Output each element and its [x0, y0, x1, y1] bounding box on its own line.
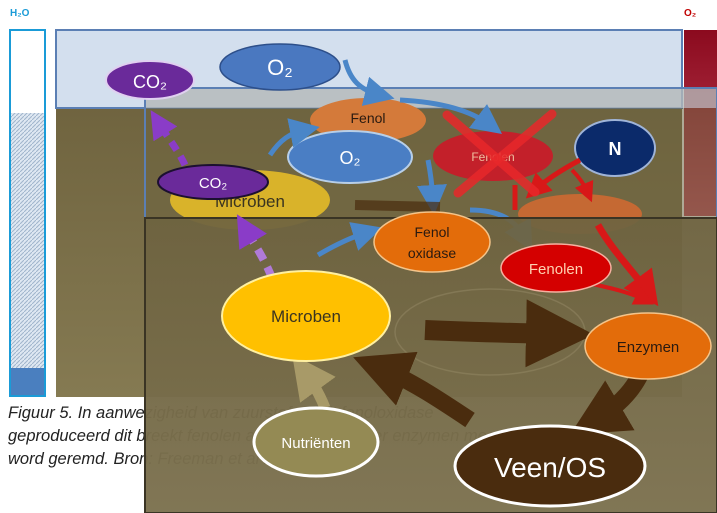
enzymen-blob — [584, 312, 712, 380]
o2-flow-arrow-1 — [342, 59, 395, 106]
co2-mid-blob — [157, 164, 269, 200]
veen-label: Veen/OS — [494, 452, 606, 483]
fenolen-to-enzymen-arrow — [594, 223, 659, 307]
fenol-oxidase-blob — [373, 211, 491, 273]
enzymen-label: Enzymen — [617, 339, 680, 356]
fenolen-label: Fenolen — [529, 261, 583, 278]
co2-release-arrow-2 — [236, 214, 276, 280]
nutrienten-label: Nutriënten — [281, 435, 350, 452]
water-table-column — [9, 29, 46, 397]
fenol-oxidase-label-line2: oxidase — [408, 245, 456, 261]
veen-to-microben-arrow — [353, 351, 475, 428]
o2-top-blob — [219, 43, 341, 91]
h2o-label: H₂O — [10, 8, 30, 19]
o2-label: O₂ — [684, 8, 697, 19]
n-blob — [574, 119, 656, 177]
enzymen-to-veen-arrow — [570, 370, 648, 435]
co2-top-blob — [105, 60, 195, 100]
microben-to-enzymen-arrow — [424, 299, 594, 368]
o2-flow-arrow-4 — [417, 159, 447, 215]
microben-blob — [221, 270, 391, 362]
front-arrows — [236, 200, 659, 435]
n-label: N — [609, 139, 622, 159]
microben-label: Microben — [271, 307, 341, 326]
co2-mid-label: CO₂ — [199, 175, 228, 192]
fenol-bar-shadow — [354, 200, 441, 212]
nutrienten-blob — [252, 406, 380, 478]
red-arrow-fenolen-right — [570, 168, 594, 203]
co2-release-arrow-1 — [150, 110, 189, 167]
o2-flow-arrow-3 — [267, 118, 320, 157]
red-arrow-n-to-fenolen — [525, 157, 582, 199]
o2-flow-arrow-2 — [399, 97, 503, 134]
inhibition-cross — [442, 109, 557, 198]
nutrienten-to-microben-arrow — [292, 354, 336, 411]
fenolen-blob — [500, 243, 612, 293]
co2-top-label: CO₂ — [133, 72, 167, 92]
fenol-top-label: Fenol — [350, 110, 385, 126]
veen-blob — [453, 424, 647, 508]
fenol-oxidase-label-line1: Fenol — [414, 224, 449, 240]
o2-top-label: O₂ — [267, 55, 293, 80]
o2-to-fenoloxidase-arrow — [316, 222, 383, 258]
o2-mid-label: O₂ — [340, 148, 361, 168]
